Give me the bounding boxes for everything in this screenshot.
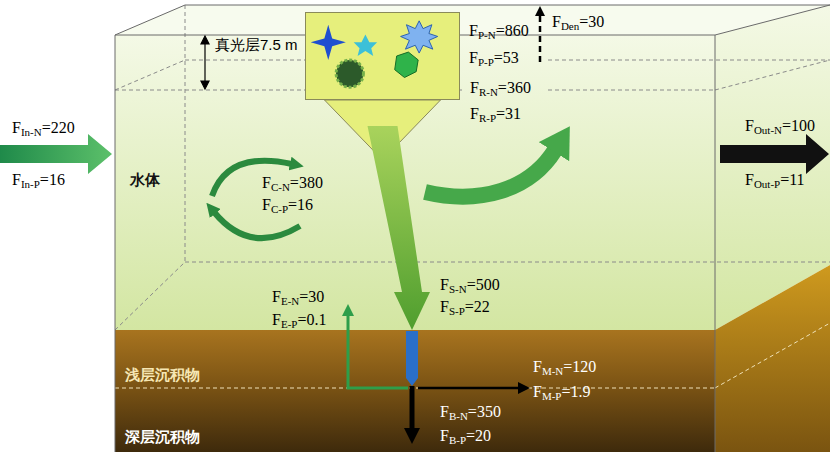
flux-label: FOut-P=11 bbox=[745, 170, 805, 190]
sediment-side-face bbox=[715, 265, 830, 452]
cycle-arrow-lower bbox=[214, 212, 300, 238]
flux-arrow bbox=[412, 386, 413, 430]
migration-arrow bbox=[418, 387, 520, 390]
sedimentation-arrow-shaft bbox=[368, 126, 431, 330]
flux-label: FR-N=360 bbox=[470, 78, 531, 98]
cycle-arrow-upper bbox=[212, 161, 292, 196]
flux-label: FIn-N=220 bbox=[12, 118, 75, 138]
hidden-edges bbox=[115, 5, 830, 330]
flux-label: FC-N=380 bbox=[262, 173, 323, 193]
inflow-arrow bbox=[0, 134, 112, 174]
flux-arrow bbox=[325, 100, 441, 330]
sediment-flux-segment bbox=[406, 331, 418, 386]
burial-arrow bbox=[410, 386, 415, 430]
algae-spike bbox=[354, 35, 377, 57]
algae-colony bbox=[336, 60, 363, 87]
flux-label: FS-P=22 bbox=[440, 297, 490, 317]
flux-label: FIn-P=16 bbox=[12, 170, 65, 190]
sediment-front-face bbox=[115, 330, 715, 452]
denitrification-arrow bbox=[539, 14, 542, 62]
flux-label: FP-N=860 bbox=[469, 21, 529, 41]
flux-label: FB-N=350 bbox=[440, 402, 501, 422]
phytoplankton-box: FP-N=860FP-P=53 bbox=[305, 12, 460, 100]
exchange-arrow bbox=[348, 314, 408, 388]
layer-label: 深层沉积物 bbox=[125, 427, 200, 447]
layer-label: 浅层沉积物 bbox=[125, 365, 200, 385]
algae-cell bbox=[395, 52, 418, 77]
flux-arrow bbox=[348, 314, 408, 388]
flux-label: FS-N=500 bbox=[440, 275, 500, 295]
depth-label: 真光层7.5 m bbox=[215, 35, 298, 55]
flux-label: FM-N=120 bbox=[533, 357, 596, 377]
shallow-sediment-layer: 浅层沉积物 bbox=[115, 330, 715, 388]
flux-label: FE-P=0.1 bbox=[272, 310, 326, 330]
flux-label: FM-P=1.9 bbox=[533, 382, 591, 402]
phytoplankton-icons bbox=[306, 13, 459, 99]
flux-label: FP-P=53 bbox=[469, 48, 519, 68]
deep-sediment-layer: 深层沉积物 bbox=[115, 388, 715, 452]
flux-label: FB-P=20 bbox=[440, 426, 491, 446]
flux-label: FC-P=16 bbox=[262, 195, 313, 215]
euphotic-depth-arrow bbox=[201, 36, 209, 89]
region-label: 水体 bbox=[130, 170, 160, 190]
flux-label: FR-P=31 bbox=[470, 104, 521, 124]
algae-burst bbox=[401, 21, 438, 53]
sediment-divider bbox=[115, 323, 830, 388]
outflow-arrow bbox=[720, 134, 829, 174]
flux-label: FDen=30 bbox=[552, 12, 604, 32]
box-outline bbox=[115, 5, 830, 452]
recycling-arrow bbox=[425, 150, 555, 197]
flux-label: FE-N=30 bbox=[272, 287, 324, 307]
flux-label: FOut-N=100 bbox=[745, 116, 815, 136]
algae-star bbox=[311, 25, 346, 60]
